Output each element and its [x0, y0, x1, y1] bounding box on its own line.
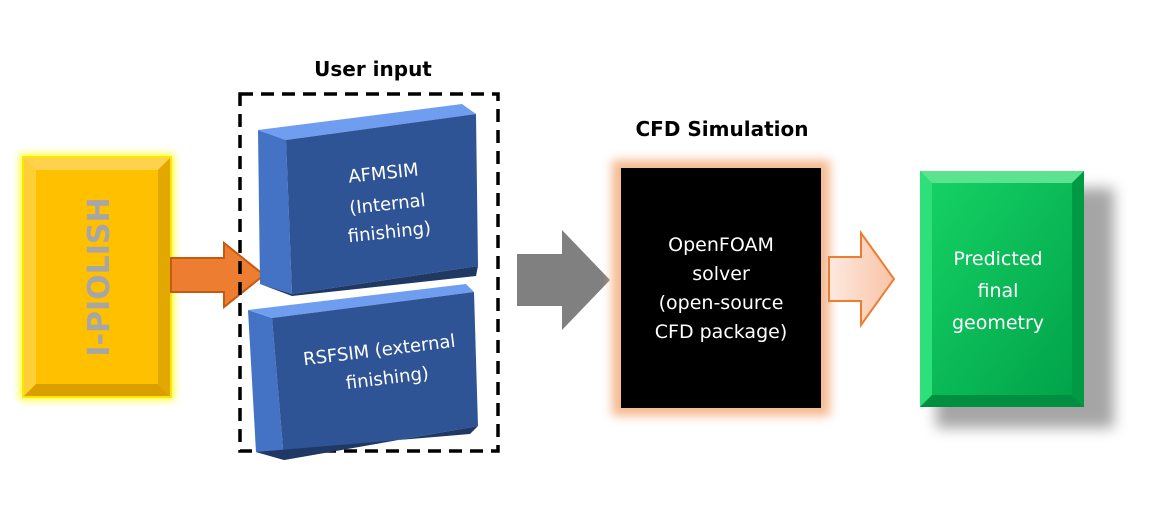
iplolish-box: I-PIOLISH [20, 154, 174, 400]
openfoam-line1: OpenFOAM [668, 234, 774, 256]
openfoam-line2: solver [692, 263, 750, 285]
predicted-line3: geometry [952, 312, 1044, 334]
predicted-geometry-box: Predicted final geometry [920, 171, 1114, 428]
openfoam-line4: CFD package) [655, 321, 788, 343]
iplolish-label: I-PIOLISH [82, 197, 117, 356]
openfoam-box: OpenFOAM solver (open-source CFD package… [612, 160, 830, 416]
peach-arrow [828, 229, 896, 329]
orange-arrow [170, 240, 266, 310]
afmsim-box: AFMSIM (Internal finishing) [258, 104, 478, 296]
user-input-frame [238, 92, 500, 453]
rsfsim-box: RSFSIM (external finishing) [248, 284, 478, 460]
cfd-simulation-heading: CFD Simulation [636, 117, 809, 141]
user-input-heading: User input [314, 57, 432, 81]
predicted-line1: Predicted [953, 248, 1042, 270]
predicted-line2: final [978, 280, 1019, 302]
gray-arrow [517, 230, 610, 330]
openfoam-line3: (open-source [659, 292, 784, 314]
